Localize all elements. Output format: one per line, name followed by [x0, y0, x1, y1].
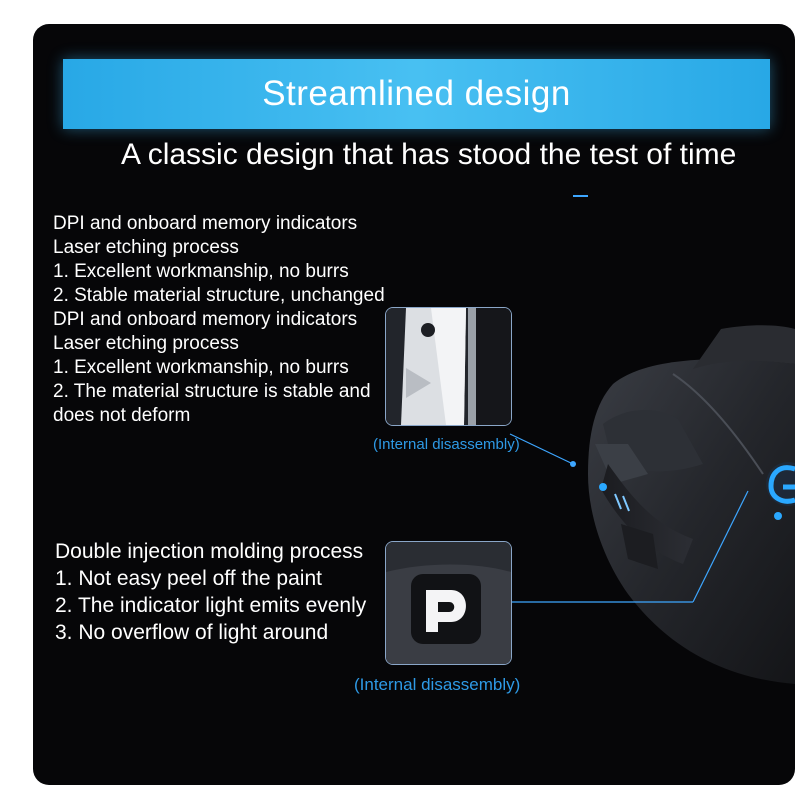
banner-title: Streamlined design: [262, 74, 571, 113]
product-image: Streamlined design A classic design that…: [33, 24, 795, 785]
text-line: Laser etching process: [53, 333, 239, 354]
g-logo-icon: [766, 462, 795, 506]
feature-text-block-2: Double injection molding process 1. Not …: [55, 538, 375, 646]
text-line: DPI and onboard memory indicators: [53, 213, 358, 234]
indicator-closeup: [386, 308, 511, 425]
text-line: 3. No overflow of light around: [55, 621, 329, 644]
feature-text-block-1: DPI and onboard memory indicators Laser …: [53, 212, 393, 428]
text-line: Double injection molding process: [55, 540, 364, 563]
text-line: 2. The indicator light emits evenly: [55, 594, 367, 617]
p-light-closeup: [386, 542, 511, 664]
text-line: 1. Excellent workmanship, no burrs: [53, 261, 349, 282]
text-line: Laser etching process: [53, 237, 239, 258]
text-line: 1. Excellent workmanship, no burrs: [53, 357, 349, 378]
indicator-closeup-inset: [385, 307, 512, 426]
text-line: 1. Not easy peel off the paint: [55, 567, 322, 590]
gaming-mouse-photo: [588, 325, 795, 684]
text-line: 2. The material structure is stable and …: [53, 381, 371, 426]
banner: Streamlined design: [63, 59, 770, 129]
inset2-caption: (Internal disassembly): [354, 675, 521, 694]
callout-lines: [509, 195, 749, 603]
inset1-caption: (Internal disassembly): [373, 436, 520, 453]
p-light-closeup-inset: [385, 541, 512, 665]
headline: A classic design that has stood the test…: [121, 138, 737, 171]
text-line: 2. Stable material structure, unchanged …: [53, 285, 385, 330]
